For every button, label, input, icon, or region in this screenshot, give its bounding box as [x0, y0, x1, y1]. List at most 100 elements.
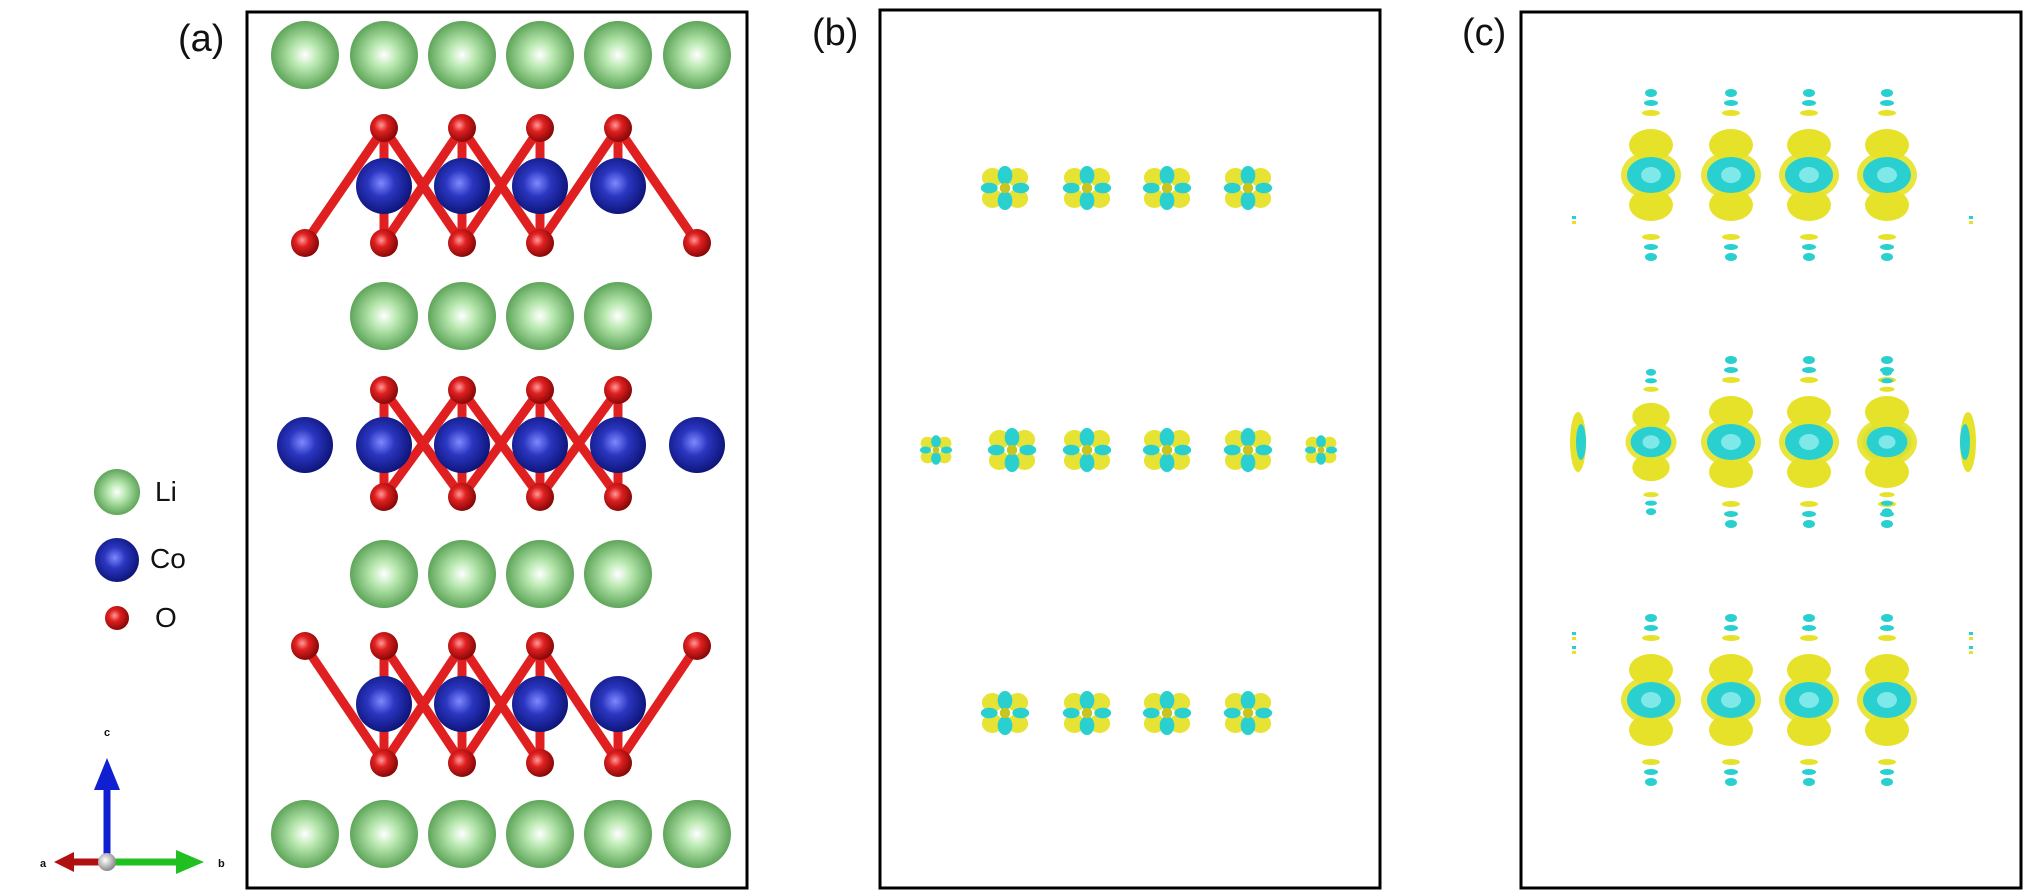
o-atom	[526, 632, 554, 660]
co-atom	[356, 676, 412, 732]
li-atom	[584, 540, 652, 608]
legend-o-sphere	[105, 606, 129, 630]
o-atom	[526, 229, 554, 257]
o-atom	[604, 749, 632, 777]
li-atom	[663, 800, 731, 868]
density-isosurface	[1570, 412, 1586, 472]
axis-triad-icon	[54, 758, 204, 874]
bond	[300, 641, 389, 768]
o-atom	[291, 632, 319, 660]
o-atom	[604, 376, 632, 404]
density-isosurface	[1142, 690, 1192, 736]
density-isosurface	[987, 427, 1037, 473]
panel-a-label: (a)	[178, 18, 225, 60]
o-atom	[448, 749, 476, 777]
o-atom	[370, 632, 398, 660]
li-atom	[350, 540, 418, 608]
o-atom	[291, 229, 319, 257]
bond	[457, 385, 545, 502]
co-atom	[434, 158, 490, 214]
density-map-c	[1570, 89, 1976, 786]
bond	[379, 123, 467, 248]
o-atom	[448, 114, 476, 142]
bond	[457, 123, 545, 248]
density-isosurface	[1223, 690, 1273, 736]
bond	[457, 641, 545, 768]
li-atom	[428, 540, 496, 608]
co-atom	[434, 676, 490, 732]
co-atom	[512, 158, 568, 214]
density-isosurface	[1625, 368, 1677, 516]
li-atom	[271, 21, 339, 89]
density-isosurface	[1857, 89, 1917, 261]
density-isosurface	[1969, 646, 1973, 654]
density-isosurface	[1062, 427, 1112, 473]
co-atom	[512, 676, 568, 732]
density-isosurface	[1861, 368, 1913, 516]
bond	[535, 123, 623, 248]
o-atom	[370, 229, 398, 257]
o-atom	[370, 483, 398, 511]
density-isosurface	[1062, 165, 1112, 211]
density-isosurface	[1969, 632, 1973, 640]
o-atom	[370, 749, 398, 777]
li-atom	[271, 800, 339, 868]
o-atom	[448, 632, 476, 660]
legend-o-label: O	[155, 602, 177, 633]
o-atom	[526, 483, 554, 511]
li-atom	[506, 282, 574, 350]
co-atom	[356, 158, 412, 214]
density-isosurface	[1062, 690, 1112, 736]
density-isosurface	[1572, 632, 1576, 640]
bond	[613, 641, 702, 768]
density-isosurface	[1779, 614, 1839, 786]
axis-a-label: a	[40, 858, 47, 870]
li-atom	[506, 540, 574, 608]
density-isosurface	[1142, 165, 1192, 211]
li-atom	[350, 800, 418, 868]
density-isosurface	[980, 690, 1030, 736]
o-atom	[526, 749, 554, 777]
bond	[379, 385, 467, 502]
li-atom	[584, 800, 652, 868]
density-isosurface	[1572, 216, 1576, 224]
o-atom	[526, 114, 554, 142]
density-isosurface	[919, 435, 953, 465]
li-atom	[584, 282, 652, 350]
density-isosurface	[1304, 435, 1338, 465]
density-isosurface	[1701, 356, 1761, 528]
li-atom	[506, 800, 574, 868]
co-atom	[669, 417, 725, 473]
density-isosurface	[1960, 412, 1976, 472]
legend-li-sphere	[94, 469, 140, 515]
density-map-b	[919, 165, 1338, 736]
density-isosurface	[1779, 89, 1839, 261]
co-atom	[277, 417, 333, 473]
bond	[613, 123, 702, 248]
li-atom	[350, 21, 418, 89]
panel-a-frame	[245, 10, 749, 890]
density-isosurface	[1857, 614, 1917, 786]
legend-co-label: Co	[150, 543, 186, 574]
panel-b-frame	[878, 8, 1382, 890]
panel-b-label: (b)	[812, 12, 859, 54]
li-atom	[663, 21, 731, 89]
o-atom	[604, 483, 632, 511]
o-atom	[683, 632, 711, 660]
density-isosurface	[980, 165, 1030, 211]
legend-li-label: Li	[155, 476, 177, 507]
bond	[535, 641, 623, 768]
o-atom	[683, 229, 711, 257]
o-atom	[370, 376, 398, 404]
panel-c-frame	[1519, 10, 2023, 890]
density-isosurface	[1779, 356, 1839, 528]
o-atom	[526, 376, 554, 404]
co-atom	[590, 676, 646, 732]
o-atom	[370, 114, 398, 142]
bond	[300, 123, 389, 248]
density-isosurface	[1621, 614, 1681, 786]
density-isosurface	[1223, 427, 1273, 473]
co-atom	[590, 158, 646, 214]
bond	[535, 385, 623, 502]
